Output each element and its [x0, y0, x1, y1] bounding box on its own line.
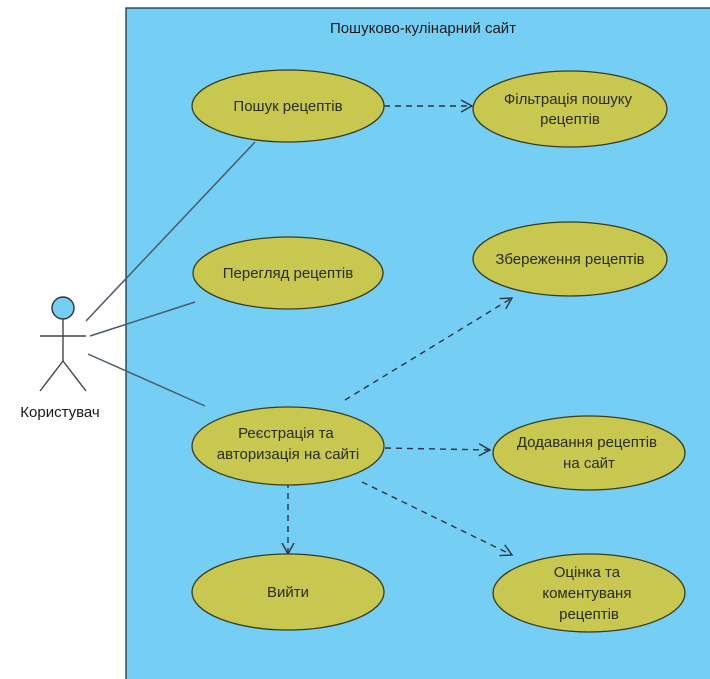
use-case-label: коментуваня — [542, 585, 631, 602]
use-case-view[interactable]: Перегляд рецептів — [192, 236, 384, 310]
svg-text:Збереження рецептів: Збереження рецептів — [495, 251, 644, 268]
actor-user[interactable] — [39, 296, 87, 392]
use-case-label: рецептів — [559, 606, 619, 623]
actor-right-leg — [62, 360, 87, 392]
actor-left-leg — [39, 360, 64, 392]
association-search — [85, 141, 256, 322]
use-case-logout[interactable]: Вийти — [191, 553, 385, 631]
use-case-add[interactable]: Додавання рецептів на сайт — [492, 415, 686, 491]
use-case-label: Додавання рецептів — [517, 434, 657, 451]
use-case-label: на сайт — [563, 455, 615, 472]
use-case-label: рецептів — [540, 111, 600, 128]
use-case-filter[interactable]: Фільтрація пошуку рецептів — [472, 70, 668, 148]
use-case-label: Збереження рецептів — [495, 251, 644, 268]
svg-text:Реєстрація та авторизаці: Реєстрація та авторизація на сайті — [217, 425, 359, 463]
association-view — [89, 301, 196, 337]
svg-text:Пошук рецептів: Пошук рецептів — [233, 98, 342, 115]
association-register — [87, 353, 206, 407]
svg-text:Оцінка та коментуваня: Оцінка та коментуваня рецептів — [542, 564, 635, 623]
actor-head — [51, 296, 75, 320]
use-case-label: Вийти — [267, 584, 309, 601]
use-case-register[interactable]: Реєстрація та авторизація на сайті — [191, 406, 385, 486]
use-case-label: Оцінка та — [554, 564, 621, 581]
svg-text:Додавання рецептів на са: Додавання рецептів на сайт — [517, 434, 661, 472]
use-case-label: Пошук рецептів — [233, 98, 342, 115]
use-case-save[interactable]: Збереження рецептів — [472, 221, 668, 297]
svg-text:Фільтрація пошуку рецепт: Фільтрація пошуку рецептів — [504, 91, 636, 128]
actor-label: Користувач — [20, 404, 99, 421]
svg-text:Перегляд рецептів: Перегляд рецептів — [223, 265, 354, 282]
svg-text:Вийти: Вийти — [267, 584, 309, 601]
dependency-register-rate — [361, 481, 514, 557]
use-case-label: Реєстрація та — [238, 425, 334, 442]
use-case-search[interactable]: Пошук рецептів — [191, 69, 385, 143]
system-title: Пошуково-кулінарний сайт — [330, 20, 516, 37]
use-case-label: авторизація на сайті — [217, 446, 359, 463]
use-case-label: Перегляд рецептів — [223, 265, 354, 282]
use-case-label: Фільтрація пошуку — [504, 91, 633, 108]
use-case-rate[interactable]: Оцінка та коментуваня рецептів — [492, 553, 686, 633]
